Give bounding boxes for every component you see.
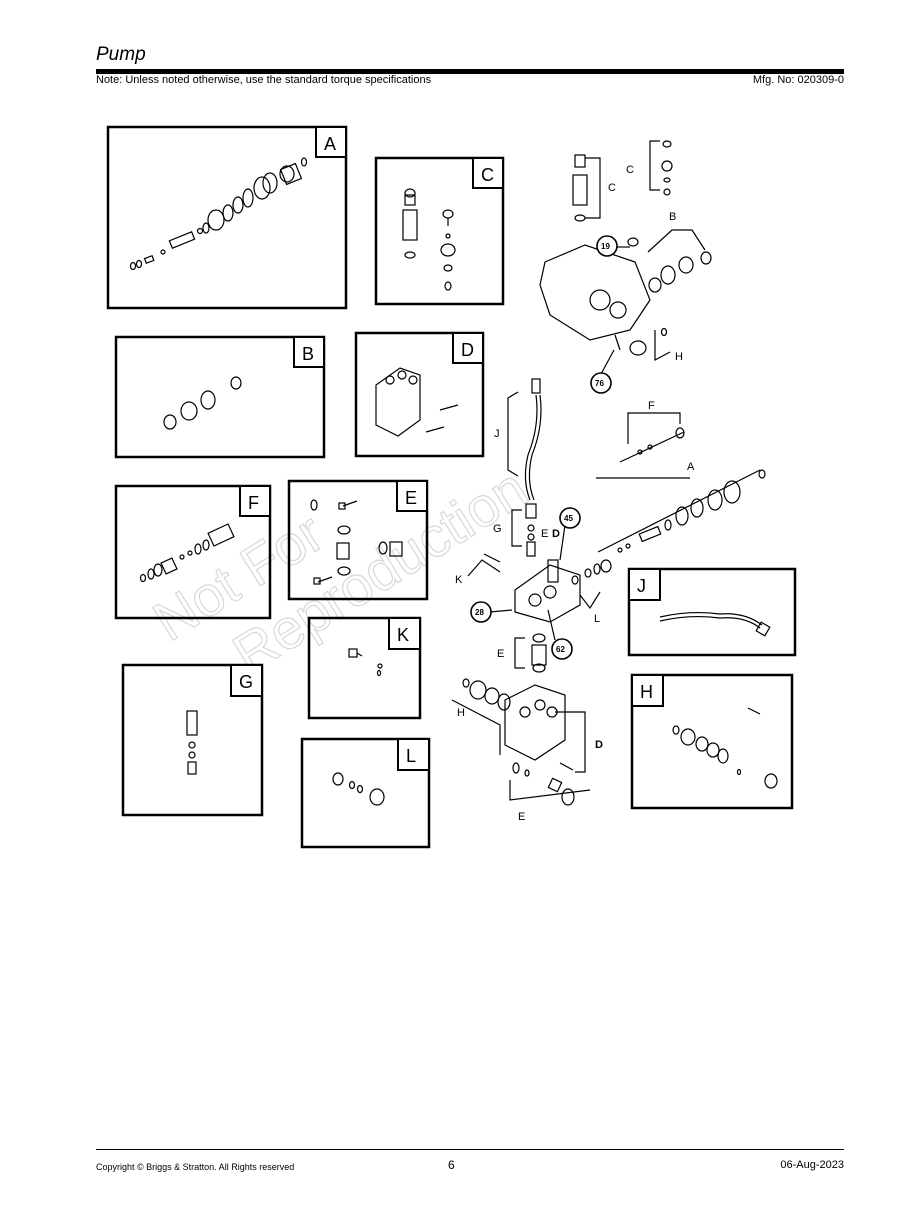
detail-label-e: E: [405, 488, 417, 508]
piston-parts: [402, 188, 456, 291]
callout-62: 62: [551, 638, 573, 660]
label-e-upper: E: [541, 528, 548, 540]
label-h-upper: H: [675, 351, 683, 363]
nipple-parts: [186, 710, 198, 775]
svg-text:62: 62: [556, 645, 565, 654]
detail-label-g: G: [239, 672, 253, 692]
callout-45: 45: [559, 507, 581, 529]
detail-label-d: D: [461, 340, 474, 360]
mfg-number: Mfg. No: 020309-0: [752, 74, 844, 86]
packing-parts: [672, 707, 778, 789]
label-g: G: [493, 523, 502, 535]
label-h-lower: H: [457, 707, 465, 719]
print-date: 06-Aug-2023: [780, 1159, 844, 1171]
plug-parts: [332, 772, 385, 806]
copyright: Copyright © Briggs & Stratton. All Right…: [96, 1162, 295, 1172]
header-rule: [96, 69, 844, 74]
detail-label-b: B: [302, 344, 314, 364]
detail-box-d: D: [354, 331, 485, 458]
detail-box-k: K: [307, 616, 422, 720]
detail-box-j: J: [627, 567, 797, 657]
callout-76: 76: [590, 372, 612, 394]
seal-parts: [163, 376, 242, 430]
label-f: F: [648, 400, 655, 412]
label-c-right: C: [626, 164, 634, 176]
detail-label-l: L: [406, 746, 416, 766]
detail-box-e: E: [287, 479, 429, 601]
detail-label-k: K: [397, 625, 409, 645]
detail-label-j: J: [637, 576, 646, 596]
detail-box-g: G: [121, 663, 264, 817]
label-j: J: [494, 428, 500, 440]
detail-box-h: H: [630, 673, 794, 810]
label-k: K: [455, 574, 463, 586]
label-b: B: [669, 211, 676, 223]
label-c-upper: C: [608, 182, 616, 194]
main-exploded-view: [451, 140, 766, 806]
detail-label-f: F: [248, 493, 259, 513]
detail-box-f: F: [114, 484, 272, 620]
label-d-lower: D: [595, 739, 603, 751]
detail-box-a: A: [106, 125, 348, 310]
detail-label-c: C: [481, 165, 494, 185]
label-d-upper: D: [552, 528, 560, 540]
manifold-parts: [375, 367, 459, 437]
check-valve-parts: [310, 499, 403, 585]
label-e-middle: E: [497, 648, 504, 660]
svg-text:45: 45: [564, 514, 573, 523]
unloader-parts: [139, 523, 235, 583]
label-e-lower: E: [518, 811, 525, 823]
page-number: 6: [448, 1158, 455, 1172]
label-l: L: [594, 613, 600, 625]
svg-text:28: 28: [475, 608, 484, 617]
svg-text:19: 19: [601, 242, 610, 251]
valve-assembly-parts: [129, 157, 308, 271]
callout-19: 19: [596, 235, 618, 257]
detail-label-h: H: [640, 682, 653, 702]
hose-parts: [659, 611, 771, 637]
fitting-parts: [348, 648, 383, 677]
detail-box-c: C: [374, 156, 505, 306]
callout-28: 28: [470, 601, 492, 623]
footer-rule: [96, 1149, 844, 1150]
label-a: A: [687, 461, 695, 473]
detail-box-l: L: [300, 737, 431, 849]
svg-text:76: 76: [595, 379, 604, 388]
detail-box-b: B: [114, 335, 326, 459]
torque-note: Note: Unless noted otherwise, use the st…: [96, 74, 432, 86]
detail-label-a: A: [324, 134, 336, 154]
page-title: Pump: [96, 44, 146, 65]
